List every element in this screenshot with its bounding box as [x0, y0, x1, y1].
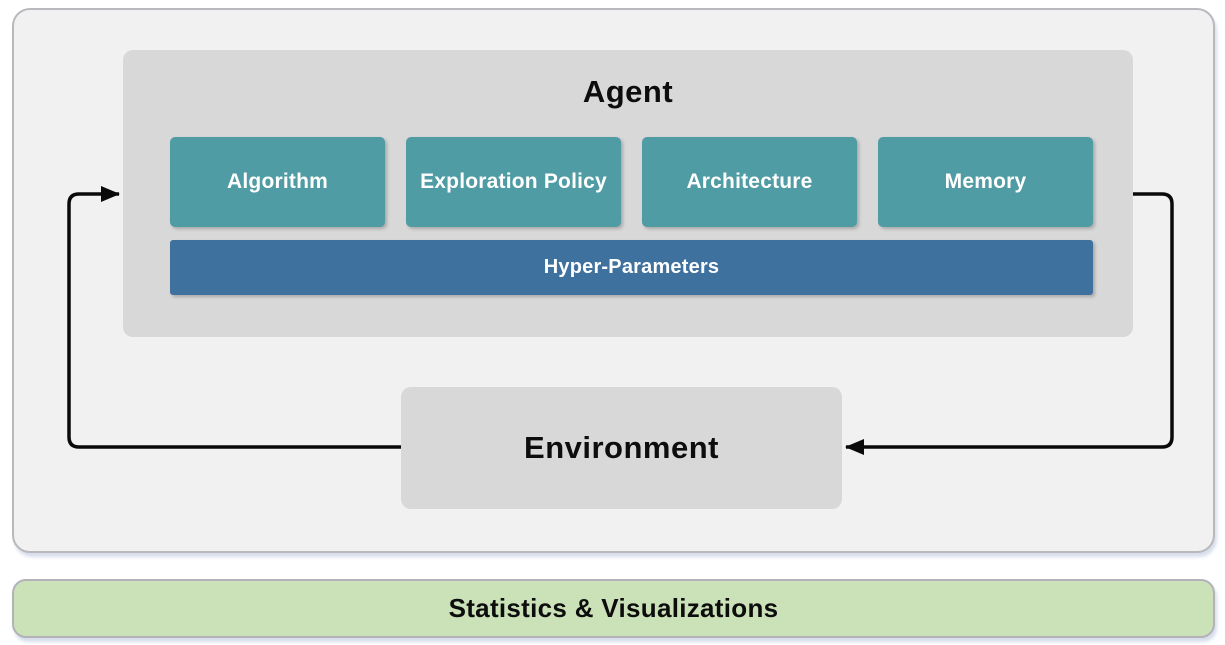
module-memory: Memory — [878, 137, 1093, 227]
module-architecture: Architecture — [642, 137, 857, 227]
agent-container: Agent Algorithm Exploration Policy Archi… — [123, 50, 1133, 337]
statistics-visualizations-bar: Statistics & Visualizations — [12, 579, 1215, 638]
module-algorithm: Algorithm — [170, 137, 385, 227]
statistics-visualizations-label: Statistics & Visualizations — [448, 593, 779, 623]
environment-box: Environment — [401, 387, 842, 509]
module-exploration-policy: Exploration Policy — [406, 137, 621, 227]
agent-modules-row: Algorithm Exploration Policy Architectur… — [170, 137, 1093, 227]
hyper-parameters-bar: Hyper-Parameters — [170, 240, 1093, 295]
environment-title: Environment — [524, 430, 719, 465]
agent-title: Agent — [582, 74, 674, 109]
